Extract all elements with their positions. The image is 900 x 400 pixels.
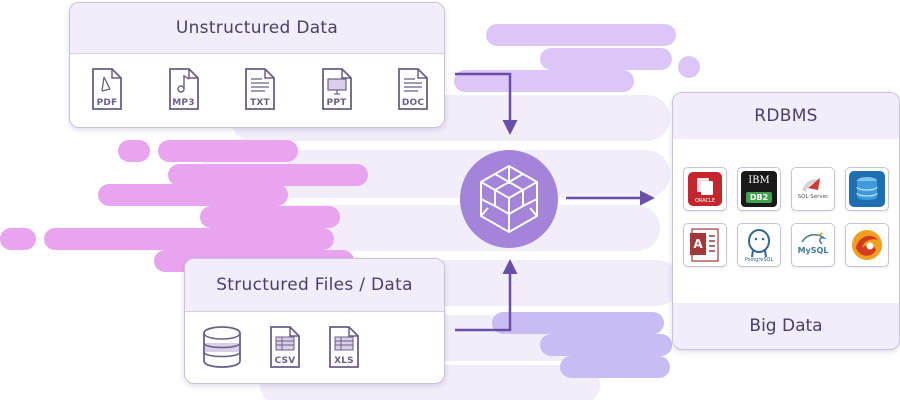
pdf-file-icon: PDF [90,67,124,111]
structured-data-card: Structured Files / Data CSV XLS [184,258,445,384]
sql-server-logo: SQL Server [791,167,835,211]
generic-db-logo [845,167,889,211]
unstructured-data-title: Unstructured Data [70,3,444,54]
database-icon [201,325,243,369]
structured-file-icons: CSV XLS [201,325,361,369]
database-logo-grid: ORACLE IBM DB2 SQL Server A PostgreSQL M… [683,167,889,267]
doc-file-icon: DOC [396,67,430,111]
postgresql-logo: PostgreSQL [737,223,781,267]
structured-data-title: Structured Files / Data [185,259,444,312]
data-processing-hub [460,150,558,248]
xls-file-icon: XLS [327,325,361,369]
ppt-file-icon: PPT [320,67,354,111]
big-data-label: Big Data [673,303,899,349]
mp3-file-icon: MP3 [167,67,201,111]
arrow-structured-to-hub [455,259,518,332]
oracle-logo: ORACLE [683,167,727,211]
txt-file-icon: TXT [243,67,277,111]
rdbms-card: RDBMS ORACLE IBM DB2 SQL Server A Postgr… [672,92,900,350]
unstructured-file-icons: PDF MP3 TXT PPT DOC [90,67,430,111]
unstructured-data-card: Unstructured Data PDF MP3 TXT PPT DOC [69,2,445,128]
access-logo: A [683,223,727,267]
ibm-db2-logo: IBM DB2 [737,167,781,211]
firebird-logo [845,223,889,267]
mysql-logo: MySQL [791,223,835,267]
csv-file-icon: CSV [268,325,302,369]
rdbms-title: RDBMS [673,93,899,139]
data-cubes-icon [480,165,538,233]
arrow-unstructured-to-hub [455,72,518,135]
